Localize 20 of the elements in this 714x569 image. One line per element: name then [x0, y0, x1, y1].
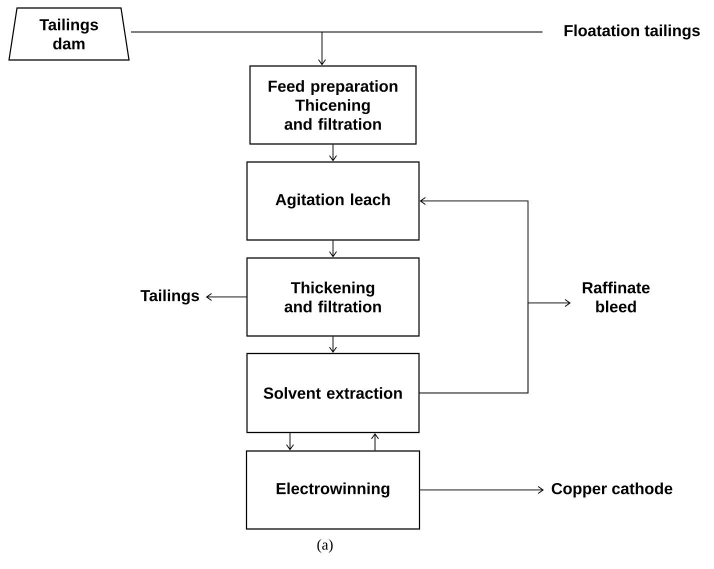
- process-box: Feed preparation Thicening and filtration: [249, 65, 417, 145]
- arrow: [419, 299, 571, 394]
- stream-label: Raffinate bleed: [582, 282, 650, 312]
- stream-label: Floatation tailings: [564, 24, 700, 40]
- process-box: Solvent extraction: [246, 352, 420, 434]
- arrow: [329, 144, 337, 162]
- caption: (a): [317, 539, 333, 553]
- storage-trapezoid: Tailings dam: [8, 7, 130, 61]
- process-box: Electrowinning: [246, 450, 420, 530]
- process-box: Thickening and filtration: [246, 257, 420, 337]
- arrow: [318, 32, 543, 66]
- stream-label: Tailings: [140, 290, 199, 304]
- process-box: Agitation leach: [246, 161, 420, 241]
- arrow: [420, 486, 544, 494]
- arrow: [206, 293, 247, 301]
- arrow: [329, 336, 337, 353]
- arrow: [286, 432, 294, 450]
- arrow: [371, 433, 379, 451]
- stream-label: Copper cathode: [552, 482, 672, 498]
- arrow: [329, 240, 337, 258]
